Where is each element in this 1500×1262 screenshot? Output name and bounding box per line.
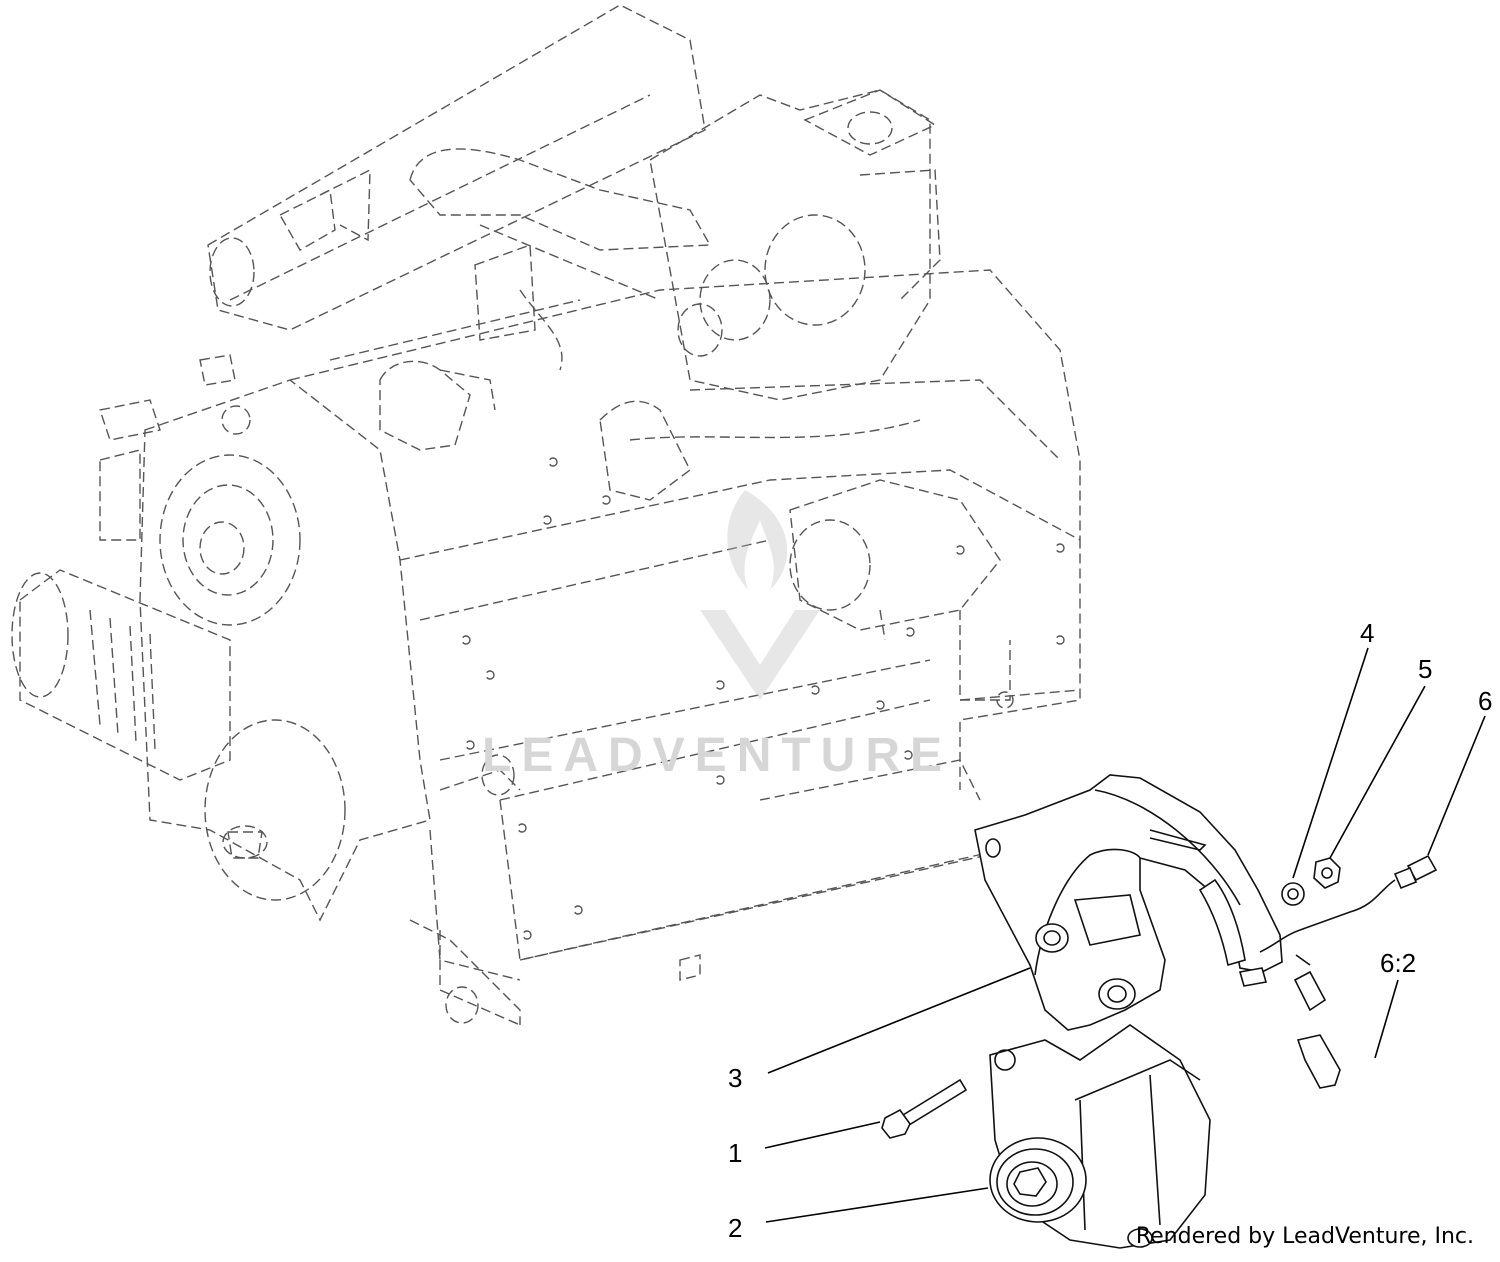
callout-5: 5 <box>1418 654 1433 684</box>
part-5-nut <box>1313 857 1341 889</box>
callout-6: 6 <box>1478 686 1493 716</box>
block-bolt-holes <box>461 457 1065 940</box>
callout-3: 3 <box>728 1063 743 1093</box>
watermark-text: LEADVENTURE <box>482 729 953 782</box>
part-6-harness <box>1259 854 1438 1089</box>
part-1-bolt <box>881 1078 968 1139</box>
callout-6-2: 6:2 <box>1380 948 1417 978</box>
rendered-by-credit: Rendered by LeadVenture, Inc. <box>1135 1224 1474 1249</box>
part-4-washer <box>1281 882 1305 906</box>
part-2-alternator <box>989 1024 1211 1249</box>
watermark-logo <box>700 490 820 700</box>
callout-4: 4 <box>1360 618 1375 648</box>
callout-2: 2 <box>728 1213 743 1243</box>
engine-phantom-outline <box>11 4 1081 1026</box>
part-3-bracket <box>974 774 1283 1031</box>
callout-1: 1 <box>728 1138 743 1168</box>
leader-lines <box>764 647 1486 1223</box>
